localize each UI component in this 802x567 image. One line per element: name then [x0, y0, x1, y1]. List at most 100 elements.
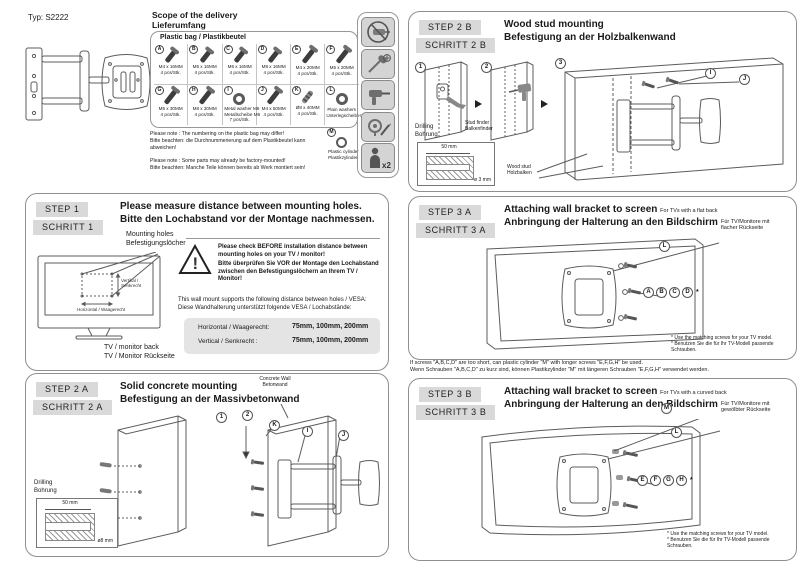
step2a-title-en: Solid concrete mounting [120, 381, 238, 392]
badge-step2b-en: STEP 2 B [419, 20, 482, 35]
drilling-detail-2b: 50 mm ø 3 mm [417, 142, 495, 186]
type-label: Typ: S2222 [28, 13, 69, 22]
callout-letter-f: F [650, 475, 661, 486]
vesa-vertical-label: Vertical / Senkrecht : [198, 338, 258, 345]
asterisk: * [690, 477, 693, 484]
part-letter: E [292, 45, 302, 54]
callout-letter-j: J [739, 74, 750, 85]
badge-step3b-de: SCHRITT 3 B [416, 405, 496, 420]
drill-diameter: ø8 mm [97, 538, 113, 544]
part-qty: 4 pcs/Stk. [263, 69, 284, 76]
wood-stud-de: Holzbalken [507, 170, 532, 176]
concrete-mounting-diagram [99, 404, 380, 547]
callout-letter-b: B [656, 287, 667, 298]
callout-letter-j: J [338, 430, 349, 441]
drilling-label-en: Drilling [415, 124, 434, 130]
concrete-wall-en: Concrete Wall [259, 376, 291, 382]
callout-letter-d: D [682, 287, 693, 298]
callout-letter-k: K [269, 420, 280, 431]
part-qty: 4 pcs/Stk. [229, 69, 250, 76]
part-letter: I [223, 86, 233, 95]
screw-options-row: A B C D * [643, 287, 699, 298]
part-qty: 4 pcs/Stk. [332, 70, 353, 77]
washer-icon [336, 93, 349, 105]
badge-step2b-de: SCHRITT 2 B [416, 38, 496, 53]
tape-measure-pencil-icon [361, 111, 395, 142]
part-spec: M8 x 16MM [261, 64, 286, 70]
callout-letter-g: G [663, 475, 674, 486]
part-spec2: Metallscheibe M6 [223, 111, 260, 118]
concrete-wall-de: Betonwand [262, 382, 288, 388]
part-spec2: Plastikzylinder [328, 154, 358, 161]
svg-text:!: ! [193, 254, 199, 273]
step-number-2: 2 [481, 62, 492, 73]
drill-icon [361, 80, 395, 110]
divider [186, 238, 380, 239]
drilling-label-de: Bohrung [34, 487, 57, 494]
warning-triangle-icon: ! [178, 244, 212, 274]
delivery-title-de: Lieferumfang [152, 20, 206, 30]
screw-icon [335, 48, 349, 64]
part-spec: M8 x 30MM [192, 106, 217, 112]
part-spec: M4 x 20MM [295, 65, 320, 71]
part-qty: 4 pcs/Stk. [194, 69, 216, 76]
tv-back-en: TV / monitor back [104, 344, 159, 351]
step-number-1: 1 [415, 62, 426, 73]
asterisk: * [696, 289, 699, 296]
part-letter: K [292, 86, 302, 95]
badge-step3a-en: STEP 3 A [419, 205, 481, 220]
badge-step2a-de: SCHRITT 2 A [33, 400, 112, 415]
step-number-3: 3 [555, 58, 566, 69]
part-spec: M4 x 16MM [158, 64, 183, 70]
bag-note2-en: Please note : Some parts may already be … [150, 158, 286, 164]
panel-step-3a: STEP 3 A SCHRITT 3 A Attaching wall brac… [408, 196, 797, 360]
callout-letter-m: M [661, 403, 672, 414]
part-spec: M4 x 50MM [261, 106, 286, 112]
delivery-title-en: Scope of the delivery [152, 10, 238, 20]
tv-back-de: TV / Monitor Rückseite [104, 353, 175, 360]
part-spec: M5 x 16MM [192, 64, 217, 70]
callout-letter-i: I [705, 68, 716, 79]
short-screws-note-de: Wenn Schrauben "A,B,C,D" zu kurz sind, k… [410, 367, 709, 373]
drilling-label-en: Drilling [34, 480, 53, 486]
drill-diameter: ø 3 mm [474, 177, 491, 183]
wall-plug-icon [301, 89, 315, 105]
step3a-title-de: Anbringung der Halterung an den Bildschi… [504, 217, 718, 228]
bag-note1-en: Please note : The numbering on the plast… [150, 131, 285, 137]
washer-icon [233, 93, 246, 105]
panel-step-2a: STEP 2 A SCHRITT 2 A Solid concrete moun… [25, 373, 389, 557]
short-screws-note-en: If screws "A,B,C,D" are too short, can p… [410, 360, 644, 366]
wood-stud-en: Wood stud [507, 164, 531, 170]
step3a-note-en: For TVs with a flat back [660, 208, 718, 214]
step1-warning-de: Bitte überprüfen Sie VOR der Montage den… [218, 261, 379, 282]
step-number-1: 1 [216, 412, 227, 423]
part-qty: 4 pcs/Stk. [160, 69, 181, 76]
callout-letter-c: C [669, 287, 680, 298]
wall-mount-figure [25, 47, 150, 121]
part-spec: Plain washers [327, 107, 357, 113]
part-spec: Plastic cylinder [328, 149, 359, 155]
part-letter: A [155, 45, 164, 54]
flat-tv-bracket-diagram [486, 238, 720, 350]
bag-title: Plastic bag / Plastikbeutel [160, 34, 246, 41]
part-cell-m: M Plastic cylinder Plastikzylinder [327, 128, 359, 174]
step3b-footnote-de: * Benutzen Sie die für Ihr TV-Modell pas… [667, 537, 770, 549]
part-spec: M6 x 30MM [158, 106, 183, 112]
tv-horizontal-label: Horizontal / Waagerecht [77, 307, 126, 312]
step3b-note-en: For TVs with a curved back [660, 390, 727, 396]
step2a-title-de: Befestigung an der Massivbetonwand [120, 394, 300, 405]
badge-step1-en: STEP 1 [36, 202, 89, 217]
two-persons-icon: x2 [361, 143, 395, 173]
required-tools-strip: x2 [357, 12, 399, 178]
part-spec: M5 x 20MM [330, 65, 355, 71]
step3a-footnote-de: * Benutzen Sie die für Ihr TV-Modell pas… [671, 341, 774, 353]
callout-letter-i: I [302, 426, 313, 437]
panel-step-2b: STEP 2 B SCHRITT 2 B Wood stud mounting … [408, 11, 797, 192]
part-letter: F [326, 45, 336, 54]
part-letter: G [155, 86, 164, 95]
